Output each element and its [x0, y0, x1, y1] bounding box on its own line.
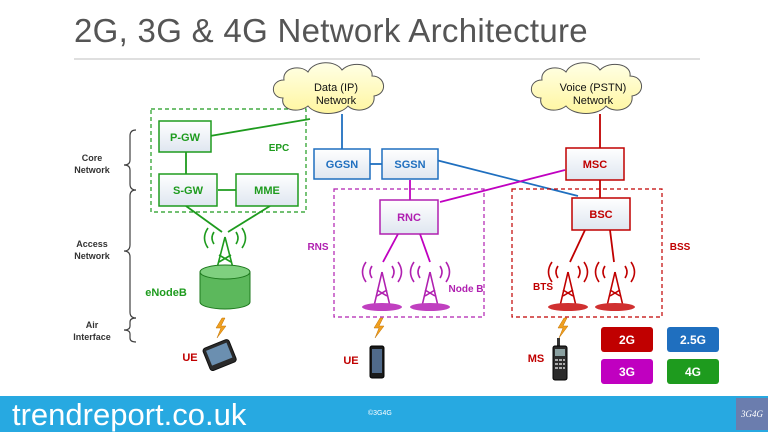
- enodeb-station: eNodeB: [145, 227, 251, 310]
- air-brace: [123, 317, 137, 343]
- data-network-cloud: Data (IP) Network: [272, 62, 384, 114]
- lightning-icon-2g: [557, 317, 569, 339]
- ue-4g-label: UE: [182, 352, 197, 364]
- bsc-bts1-link: [569, 229, 586, 263]
- legend-swatch-4G: [667, 359, 719, 384]
- bss-label: BSS: [670, 242, 691, 253]
- rnc-node: [379, 199, 439, 235]
- brand-logo: 3G4G: [736, 398, 768, 430]
- ue-4g-device: UE: [182, 339, 237, 372]
- mme-enodeb-link: [227, 205, 271, 233]
- rns-label: RNS: [307, 242, 328, 253]
- sgw-label: S-GW: [173, 185, 204, 197]
- sgw-node: [158, 173, 218, 207]
- core-network-label-1: Core: [82, 153, 103, 163]
- nodeb-label: Node B: [449, 284, 484, 295]
- legend-swatch-2_5G: [667, 327, 719, 352]
- sgsn-bsc-link: [435, 159, 579, 197]
- core-network-label-2: Network: [74, 165, 111, 175]
- rns-group: [333, 188, 485, 318]
- bts-tower-icon-2: [594, 261, 636, 311]
- rnc-nodeb2-link: [419, 233, 431, 263]
- pgw-node: [158, 120, 212, 153]
- bss-group: [511, 188, 663, 318]
- legend-label-3G: 3G: [619, 365, 635, 379]
- legend-swatch-3G: [601, 359, 653, 384]
- footer-bar: trendreport.co.uk ©3G4G: [0, 396, 768, 432]
- ms-label: MS: [528, 353, 545, 365]
- generation-legend: 2G 2.5G 3G 4G: [601, 327, 719, 384]
- voice-network-line-1: Voice (PSTN): [560, 82, 627, 94]
- ue-3g-label: UE: [343, 355, 358, 367]
- data-network-line-1: Data (IP): [314, 82, 358, 94]
- msc-node: [565, 147, 625, 181]
- lightning-icon-3g: [373, 317, 385, 339]
- footer-copyright: ©3G4G: [368, 410, 392, 417]
- ms-2g-device: MS: [528, 338, 568, 381]
- nodeb-tower-icon-1: [361, 261, 403, 311]
- bsc-label: BSC: [589, 209, 612, 221]
- mme-label: MME: [254, 185, 280, 197]
- access-brace: [123, 189, 137, 319]
- legend-swatch-2G: [601, 327, 653, 352]
- access-network-label-1: Access: [76, 239, 108, 249]
- rnc-msc-link: [439, 169, 566, 203]
- bsc-bts2-link: [609, 229, 615, 263]
- data-network-line-2: Network: [316, 95, 357, 107]
- ggsn-label: GGSN: [326, 159, 358, 171]
- voice-network-line-2: Network: [573, 95, 614, 107]
- bts-label: BTS: [533, 282, 553, 293]
- rnc-nodeb1-link: [382, 233, 399, 263]
- epc-group: [150, 108, 307, 213]
- air-interface-label-2: Interface: [73, 332, 111, 342]
- enodeb-cylinder-body: [199, 271, 251, 310]
- sgsn-label: SGSN: [394, 159, 425, 171]
- bts-tower-icon-1: [547, 261, 589, 311]
- air-interface-label-1: Air: [86, 320, 99, 330]
- voice-network-cloud: Voice (PSTN) Network: [530, 62, 642, 114]
- enodeb-cylinder-top: [199, 264, 251, 280]
- mme-node: [235, 173, 299, 207]
- lightning-icon-4g: [215, 317, 227, 339]
- nodeb-tower-icon-2: [409, 261, 451, 311]
- pgw-data-link: [209, 118, 311, 137]
- legend-label-2G: 2G: [619, 333, 635, 347]
- msc-label: MSC: [583, 159, 608, 171]
- page-title: 2G, 3G & 4G Network Architecture: [74, 12, 588, 49]
- pgw-label: P-GW: [170, 132, 201, 144]
- core-brace: [123, 129, 137, 191]
- sgw-enodeb-link: [185, 205, 223, 233]
- ggsn-node: [313, 148, 371, 180]
- sgsn-node: [381, 148, 439, 180]
- legend-label-4G: 4G: [685, 365, 701, 379]
- ue-3g-device: UE: [343, 345, 385, 379]
- access-network-label-2: Network: [74, 251, 111, 261]
- enodeb-label: eNodeB: [145, 287, 187, 299]
- footer-site-link[interactable]: trendreport.co.uk: [12, 397, 247, 432]
- legend-label-2_5G: 2.5G: [680, 333, 706, 347]
- bsc-node: [571, 197, 631, 231]
- epc-label: EPC: [269, 143, 290, 154]
- rnc-label: RNC: [397, 212, 421, 224]
- layer-braces: [123, 129, 137, 343]
